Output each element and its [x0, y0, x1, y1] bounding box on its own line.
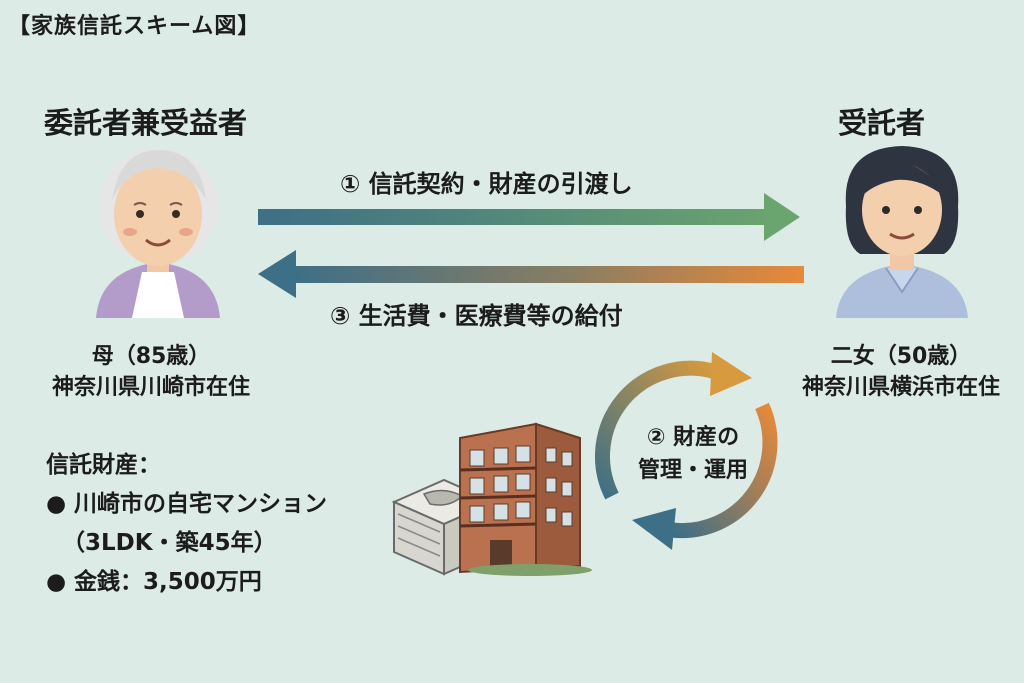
- management-label-line2: 管理・運用: [637, 458, 748, 483]
- bullet-icon: ●: [46, 491, 67, 517]
- trust-property-list: 信託財産： ● 川崎市の自宅マンション （3LDK・築45年） ● 金銭：3,500…: [46, 446, 327, 602]
- woman-avatar-icon: [836, 146, 968, 318]
- trustee-role-label: 受託者: [838, 106, 926, 140]
- home-label: 川崎市の自宅マンション: [74, 491, 327, 517]
- settlor-info: 母（85歳） 神奈川県川崎市在住: [20, 341, 282, 403]
- trustee-name-age: 二女（50歳）: [830, 344, 972, 369]
- management-label-line1: ② 財産の: [646, 425, 740, 450]
- cash-label: 金銭：3,500万円: [74, 569, 262, 595]
- settlor-role-label: 委託者兼受益者: [44, 106, 248, 140]
- diagram-title: 【家族信託スキーム図】: [8, 14, 261, 39]
- apartment-building-icon: [459, 422, 592, 576]
- trust-property-item-home: ● 川崎市の自宅マンション: [46, 485, 327, 524]
- bullet-icon: ●: [46, 569, 67, 595]
- benefit-arrow-left: [258, 250, 804, 298]
- settlor-address: 神奈川県川崎市在住: [51, 375, 250, 400]
- trustee-info: 二女（50歳） 神奈川県横浜市在住: [786, 341, 1016, 403]
- management-cycle-arrows: [595, 352, 778, 550]
- flow-label-benefit: ③ 生活費・医療費等の給付: [330, 302, 623, 330]
- home-detail: （3LDK・築45年）: [62, 530, 277, 556]
- trust-property-item-cash: ● 金銭：3,500万円: [46, 563, 327, 602]
- flow-label-management: ② 財産の 管理・運用: [628, 421, 758, 487]
- settlor-name-age: 母（85歳）: [91, 344, 211, 369]
- transfer-arrow-right: [258, 193, 800, 241]
- trust-property-heading: 信託財産：: [46, 452, 161, 478]
- flow-label-transfer: ① 信託契約・財産の引渡し: [340, 170, 633, 198]
- grandmother-avatar-icon: [96, 148, 220, 318]
- trustee-address: 神奈川県横浜市在住: [801, 375, 1000, 400]
